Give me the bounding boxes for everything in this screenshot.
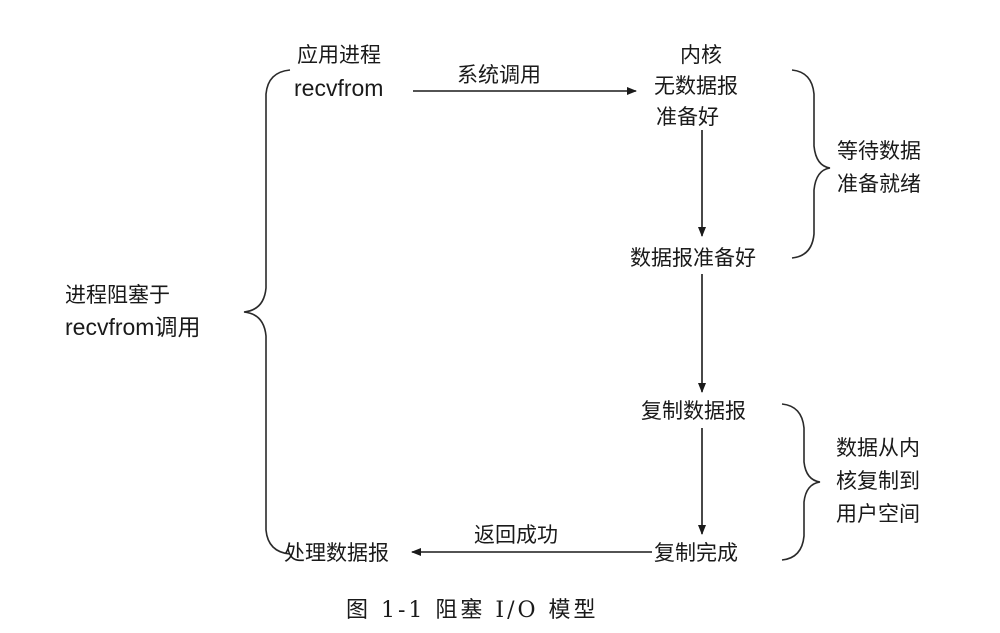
app-process-label: 应用进程 [297, 43, 381, 67]
blocked-annotation-line2: recvfrom调用 [65, 314, 201, 340]
not-ready-label: 准备好 [656, 105, 719, 129]
wait-brace [791, 69, 831, 259]
wait-annotation-line1: 等待数据 [837, 139, 921, 163]
system-call-label: 系统调用 [457, 63, 541, 87]
recvfrom-label: recvfrom [294, 75, 384, 101]
wait-annotation-line2: 准备就绪 [837, 172, 921, 196]
blocked-brace [243, 69, 291, 555]
copy-done-label: 复制完成 [654, 541, 738, 565]
copy-datagram-label: 复制数据报 [641, 399, 746, 423]
copy-annotation-line3: 用户空间 [836, 502, 920, 526]
return-success-label: 返回成功 [474, 523, 558, 547]
copy-annotation-line2: 核复制到 [836, 469, 920, 493]
no-datagram-label: 无数据报 [654, 74, 738, 98]
copy-brace [781, 403, 821, 561]
copy-annotation-line1: 数据从内 [836, 436, 920, 460]
blocked-annotation-line1: 进程阻塞于 [65, 283, 170, 307]
datagram-ready-label: 数据报准备好 [630, 246, 756, 270]
process-datagram-label: 处理数据报 [284, 541, 389, 565]
kernel-label: 内核 [680, 43, 722, 67]
figure-caption: 图 1-1 阻塞 I/O 模型 [346, 598, 599, 623]
